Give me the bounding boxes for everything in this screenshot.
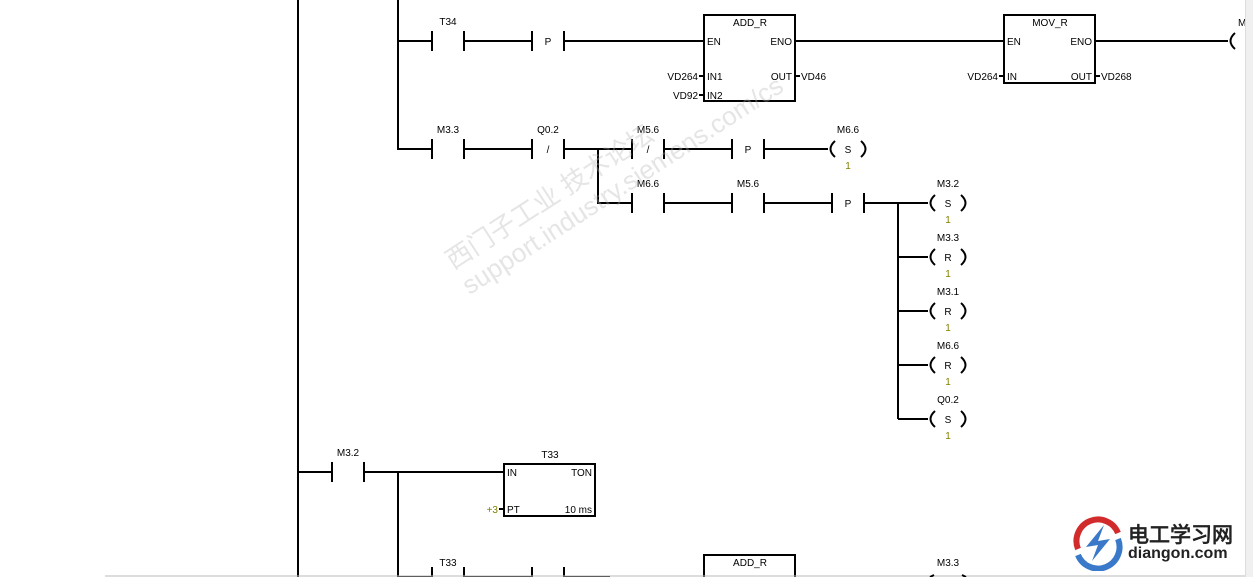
coil-label: M3.3	[937, 558, 960, 569]
add-box-title: ADD_R	[733, 558, 767, 569]
coil-symbol	[929, 194, 967, 212]
coil-label: M	[1238, 18, 1246, 29]
edge-mark: P	[745, 145, 752, 156]
coil-count: 1	[945, 431, 951, 442]
coil-type: R	[944, 307, 951, 318]
coil-type: R	[944, 361, 951, 372]
contact-label: T34	[439, 17, 457, 28]
coil-type: S	[845, 145, 852, 156]
logo-en: diangon.com	[1128, 545, 1228, 562]
contact-label: T33	[439, 558, 457, 569]
coil-count: 1	[845, 161, 851, 172]
contact-label: M3.3	[437, 125, 460, 136]
timer-type: TON	[571, 468, 592, 479]
coil-count: 1	[945, 269, 951, 280]
pin-in2: IN2	[707, 91, 723, 102]
nc-mark: /	[547, 145, 550, 156]
coil-count: 1	[945, 215, 951, 226]
contact-label: M5.6	[737, 179, 760, 190]
coil-type: S	[945, 415, 952, 426]
coil-symbol	[929, 356, 967, 374]
pin-in1: IN1	[707, 72, 723, 83]
nc-mark: /	[647, 145, 650, 156]
pin-eno: ENO	[1070, 37, 1092, 48]
vertical-scrollbar[interactable]	[1245, 0, 1253, 577]
pin-eno: ENO	[770, 37, 792, 48]
contact-label: Q0.2	[537, 125, 559, 136]
edge-mark: P	[845, 199, 852, 210]
in-operand: VD264	[967, 72, 998, 83]
timer-name: T33	[541, 450, 559, 461]
coil-label: M3.1	[937, 287, 960, 298]
pin-en: EN	[1007, 37, 1021, 48]
logo: 电工学习网 diangon.com	[1070, 515, 1250, 573]
add-box-title: ADD_R	[733, 18, 767, 29]
mov-box-title: MOV_R	[1032, 18, 1068, 29]
coil-count: 1	[945, 377, 951, 388]
coil-label: M3.2	[937, 179, 960, 190]
in1-operand: VD264	[667, 72, 698, 83]
edge-mark: P	[545, 37, 552, 48]
out-operand: VD268	[1101, 72, 1132, 83]
coil-type: R	[944, 253, 951, 264]
contact-label: M6.6	[637, 179, 660, 190]
wires	[297, 0, 1236, 577]
coil-label: Q0.2	[937, 395, 959, 406]
pin-out: OUT	[1071, 72, 1092, 83]
coil-count: 1	[945, 323, 951, 334]
logo-bolt-icon	[1073, 516, 1123, 571]
coil-symbol	[929, 302, 967, 320]
contact-label: M3.2	[337, 448, 360, 459]
coil-symbol	[829, 140, 867, 158]
pin-en: EN	[707, 37, 721, 48]
coil-type: S	[945, 199, 952, 210]
contact-label: M5.6	[637, 125, 660, 136]
pin-in: IN	[1007, 72, 1017, 83]
coil-label: M6.6	[837, 125, 860, 136]
time-base: 10 ms	[565, 505, 592, 516]
coil-label: M3.3	[937, 233, 960, 244]
pt-value: +3	[487, 505, 499, 516]
logo-cn: 电工学习网	[1128, 524, 1233, 547]
out-operand: VD46	[801, 72, 826, 83]
in2-operand: VD92	[673, 91, 698, 102]
coil-symbol	[929, 248, 967, 266]
pin-out: OUT	[771, 72, 792, 83]
coil-symbol	[929, 410, 967, 428]
pin-in: IN	[507, 468, 517, 479]
coil-label: M6.6	[937, 341, 960, 352]
pin-pt: PT	[507, 505, 520, 516]
